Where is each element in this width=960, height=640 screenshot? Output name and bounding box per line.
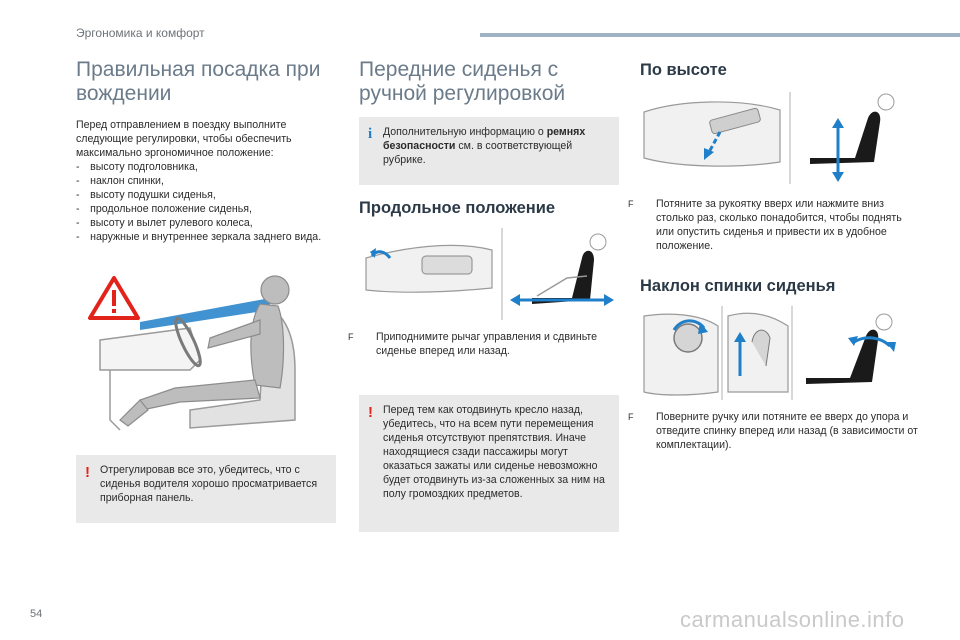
backrest-lever-detail: [727, 312, 789, 393]
warning-seat-move-text: Перед тем как отодвинуть кресло назад, у…: [383, 404, 605, 500]
step-height: F Потяните за рукоятку вверх или нажмите …: [628, 197, 918, 253]
seat-slide-diagram: [510, 233, 614, 306]
seat-lever-detail: [365, 244, 493, 293]
watermark: carmanualsonline.info: [680, 607, 905, 632]
list-item: - наклон спинки,: [76, 175, 164, 187]
info-suffix: см. в соответствующей рубрике.: [383, 140, 573, 166]
step-bullet-icon: F: [348, 332, 354, 342]
height-adjustment-illustration: [643, 92, 895, 184]
sight-line-beam: [140, 298, 270, 330]
subtitle-longitudinal: Продольное положение: [359, 199, 556, 217]
step-backrest: F Поверните ручку или потяните ее вверх д…: [628, 410, 918, 452]
backrest-tilt-diagram: [806, 313, 896, 384]
title-correct-posture: Правильная посадка при вождении: [76, 58, 321, 105]
title-manual-seats: Передние сиденья с ручной регулировкой: [359, 58, 566, 105]
driver-posture-illustration: [88, 275, 296, 431]
subtitle-backrest: Наклон спинки сиденья: [640, 277, 836, 295]
info-prefix: Дополнительную информацию о: [383, 126, 547, 138]
backrest-adjustment-illustration: [643, 306, 896, 400]
info-note: i Дополнительную информацию о ремнях без…: [359, 117, 619, 185]
seat-height-diagram: [810, 93, 895, 182]
step-longitudinal: F Приподнимите рычаг управления и сдвиньт…: [348, 330, 634, 358]
warning-triangle-icon: [88, 276, 140, 320]
step-bullet-icon: F: [628, 199, 634, 209]
subtitle-height: По высоте: [640, 61, 727, 79]
list-item: - высоту и вылет рулевого колеса,: [76, 217, 253, 229]
list-item: - продольное положение сиденья,: [76, 203, 252, 215]
step-height-text: Потяните за рукоятку вверх или нажмите в…: [656, 198, 902, 252]
driver-silhouette: [119, 275, 290, 427]
step-longitudinal-text: Приподнимите рычаг управления и сдвиньте…: [376, 331, 598, 357]
list-item: - наружные и внутреннее зеркала заднего …: [76, 231, 322, 243]
height-lever-detail: [643, 101, 781, 167]
header-bar: [480, 33, 960, 37]
warning-note: ! Отрегулировав все это, убедитесь, что …: [76, 455, 336, 523]
backrest-knob-detail: [643, 313, 719, 396]
adjustment-list: - высоту подголовника, - наклон спинки, …: [76, 160, 336, 244]
intro-text: Перед отправлением в поездку выполните с…: [76, 118, 336, 244]
page-number: 54: [30, 608, 43, 620]
section-label: Эргономика и комфорт: [76, 26, 205, 40]
step-backrest-text: Поверните ручку или потяните ее вверх до…: [656, 411, 918, 451]
warning-seat-move: ! Перед тем как отодвинуть кресло назад,…: [359, 395, 619, 532]
info-bold: ремнях безопасности: [383, 126, 586, 152]
warning-mark-icon: !: [85, 464, 90, 481]
list-item: - высоту подушки сиденья,: [76, 189, 216, 201]
step-bullet-icon: F: [628, 412, 634, 422]
steering-wheel: [174, 316, 202, 368]
intro-paragraph: Перед отправлением в поездку выполните с…: [76, 119, 292, 159]
longitudinal-adjustment-illustration: [365, 228, 614, 320]
warning-note-text: Отрегулировав все это, убедитесь, что с …: [100, 464, 318, 504]
info-icon: i: [368, 126, 373, 142]
list-item: - высоту подголовника,: [76, 161, 198, 173]
warning-mark-icon: !: [368, 404, 373, 421]
